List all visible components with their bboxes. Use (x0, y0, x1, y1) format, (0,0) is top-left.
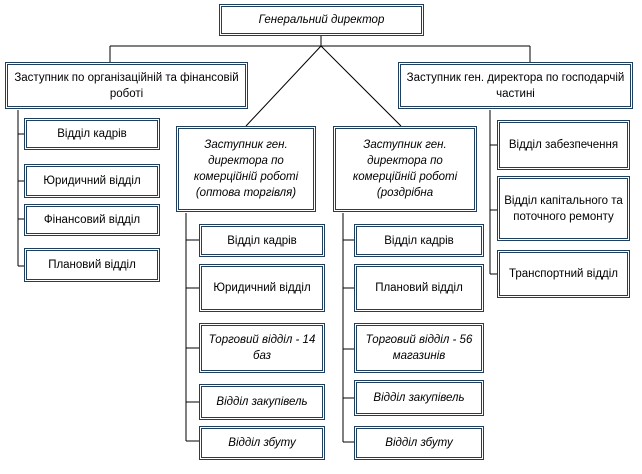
wholesale-dept-hr: Відділ кадрів (199, 224, 325, 257)
right-dept-transport: Транспортний відділ (497, 250, 630, 298)
general-director-box: Генеральний директор (219, 4, 424, 36)
left-dept-planning: Плановий відділ (24, 248, 160, 282)
deputy-retail-box: Заступник ген. директора по комерційній … (333, 126, 477, 212)
left-dept-hr: Відділ кадрів (24, 118, 160, 150)
deputy-organizational-financial-box: Заступник по організаційній та фінансові… (5, 62, 248, 109)
left-dept-finance: Фінансовий відділ (24, 204, 160, 236)
left-dept-legal: Юридичний відділ (24, 164, 160, 198)
retail-dept-planning: Плановий відділ (354, 264, 484, 312)
retail-dept-trade: Торговий відділ - 56 магазинів (354, 323, 484, 373)
retail-dept-sales: Відділ збуту (354, 426, 484, 460)
deputy-wholesale-box: Заступник ген. директора по комерційній … (176, 126, 316, 212)
right-dept-supply: Відділ забезпечення (497, 120, 630, 170)
deputy-household-box: Заступник ген. директора по господарчій … (398, 62, 633, 109)
wholesale-dept-sales: Відділ збуту (199, 426, 325, 460)
wholesale-dept-legal: Юридичний відділ (199, 264, 325, 312)
wholesale-dept-trade: Торговий відділ - 14 баз (199, 323, 325, 373)
retail-dept-hr: Відділ кадрів (354, 224, 484, 257)
wholesale-dept-procurement: Відділ закупівель (199, 384, 325, 420)
right-dept-repair: Відділ капітального та поточного ремонту (497, 176, 630, 241)
retail-dept-procurement: Відділ закупівель (354, 380, 484, 416)
